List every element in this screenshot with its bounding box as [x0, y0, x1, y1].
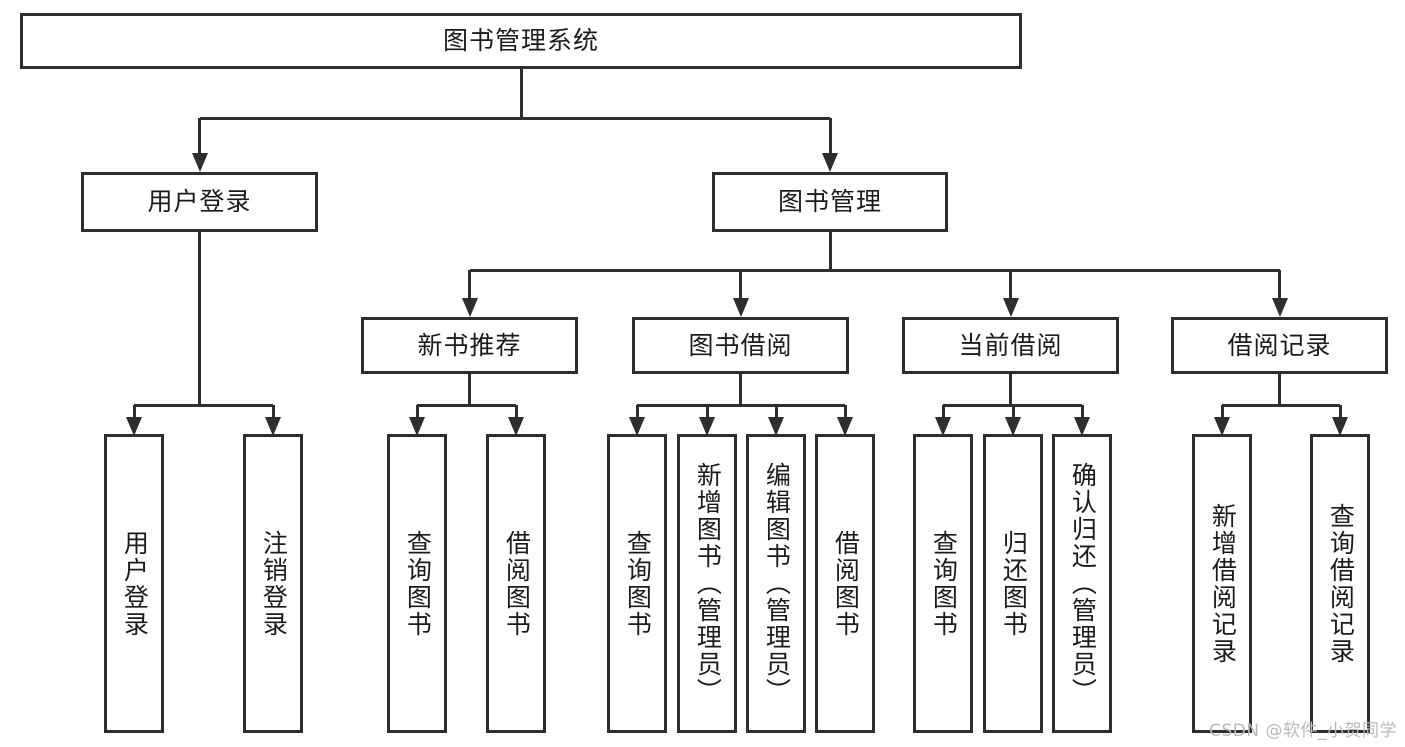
node-book-borrow-label: 图书借阅	[688, 330, 793, 360]
edge-drop-new-book	[468, 270, 471, 298]
arrowhead-user-login	[191, 153, 208, 172]
leaf-node-label: 注销登录	[259, 529, 289, 638]
edge-leaf-drop	[271, 405, 275, 417]
leaf-node-label: 借阅图书	[831, 529, 861, 638]
edge-leaf-drop	[415, 405, 419, 417]
arrowhead-leaf	[1005, 417, 1021, 436]
edge-drop-book-borrow	[739, 270, 742, 298]
leaf-node-label: 新增借阅记录	[1208, 502, 1238, 665]
arrowhead-leaf	[1332, 417, 1348, 436]
leaf-node[interactable]: 新增借阅记录	[1192, 434, 1252, 733]
leaf-node-label: 查询借阅记录	[1326, 502, 1356, 665]
leaf-node[interactable]: 确认归还（管理员）	[1052, 434, 1112, 733]
leaf-node-label: 借阅图书	[502, 529, 532, 638]
arrowhead-leaf	[837, 417, 853, 436]
node-borrow-record[interactable]: 借阅记录	[1171, 317, 1388, 374]
node-book-borrow[interactable]: 图书借阅	[632, 317, 849, 374]
arrowhead-leaf	[1074, 417, 1090, 436]
leaf-node[interactable]: 归还图书	[983, 434, 1043, 733]
arrowhead-leaf	[768, 417, 784, 436]
node-root-label: 图书管理系统	[442, 26, 599, 56]
edge-leaf-drop	[1338, 405, 1342, 417]
node-root[interactable]: 图书管理系统	[20, 13, 1022, 69]
edge-drop-borrow-record	[1278, 270, 1281, 298]
arrowhead-leaf	[699, 417, 715, 436]
leaf-node[interactable]: 查询图书	[913, 434, 973, 733]
leaf-node[interactable]: 查询图书	[607, 434, 667, 733]
leaf-node[interactable]: 查询图书	[387, 434, 447, 733]
leaf-node[interactable]: 编辑图书（管理员）	[746, 434, 806, 733]
leaf-node-label: 查询图书	[623, 529, 653, 638]
watermark: CSDN @软件_小贺同学	[1209, 721, 1397, 741]
arrowhead-leaf	[265, 417, 281, 436]
edge-leaf-drop	[843, 405, 847, 417]
arrowhead-current-borrow	[1002, 298, 1019, 317]
edge-leafgroup-bar	[417, 403, 516, 407]
leaf-node[interactable]: 借阅图书	[486, 434, 546, 733]
edge-leaf-drop	[774, 405, 778, 417]
node-book-manage-label: 图书管理	[777, 187, 882, 217]
edge-leafgroup-stem	[468, 374, 471, 405]
leaf-node[interactable]: 借阅图书	[815, 434, 875, 733]
edge-leafgroup-bar	[1222, 403, 1340, 407]
leaf-node-label: 编辑图书（管理员）	[762, 462, 792, 705]
arrowhead-borrow-record	[1271, 298, 1288, 317]
edge-leafgroup-stem	[1278, 374, 1281, 405]
arrowhead-leaf	[508, 417, 524, 436]
edge-leaf-drop	[1220, 405, 1224, 417]
leaf-node-label: 用户登录	[120, 529, 150, 638]
arrowhead-leaf	[1214, 417, 1230, 436]
arrowhead-leaf	[935, 417, 951, 436]
edge-leaf-drop	[132, 405, 136, 417]
edge-leafgroup-stem	[739, 374, 742, 405]
edge-root-drop-user-login	[198, 118, 201, 153]
edge-leaf-drop	[1011, 405, 1015, 417]
edge-root-stem	[519, 69, 523, 118]
edge-book-manage-bar	[469, 268, 1280, 272]
arrowhead-book-manage	[822, 153, 838, 172]
leaf-node-label: 归还图书	[999, 529, 1029, 638]
arrowhead-leaf	[629, 417, 645, 436]
node-user-login-label: 用户登录	[147, 187, 252, 217]
edge-leafgroup-stem	[198, 232, 201, 405]
arrowhead-book-borrow	[732, 298, 749, 317]
leaf-node[interactable]: 新增图书（管理员）	[677, 434, 737, 733]
leaf-node-label: 确认归还（管理员）	[1068, 462, 1098, 705]
node-new-book-recommend[interactable]: 新书推荐	[361, 317, 578, 374]
node-book-manage[interactable]: 图书管理	[712, 172, 948, 232]
edge-root-drop-book-manage	[828, 118, 832, 153]
leaf-node[interactable]: 用户登录	[104, 434, 164, 733]
leaf-node-label: 查询图书	[929, 529, 959, 638]
edge-root-bar	[199, 116, 830, 120]
node-current-borrow-label: 当前借阅	[958, 330, 1063, 360]
edge-leaf-drop	[514, 405, 518, 417]
node-user-login[interactable]: 用户登录	[81, 172, 318, 232]
leaf-node-label: 查询图书	[403, 529, 433, 638]
edge-leaf-drop	[705, 405, 709, 417]
edge-book-manage-stem	[828, 232, 832, 270]
node-new-book-recommend-label: 新书推荐	[417, 330, 522, 360]
node-current-borrow[interactable]: 当前借阅	[902, 317, 1119, 374]
leaf-node[interactable]: 查询借阅记录	[1310, 434, 1370, 733]
leaf-node[interactable]: 注销登录	[243, 434, 303, 733]
edge-leaf-drop	[941, 405, 945, 417]
edge-drop-current-borrow	[1009, 270, 1012, 298]
arrowhead-new-book	[461, 298, 478, 317]
edge-leafgroup-bar	[637, 403, 845, 407]
node-borrow-record-label: 借阅记录	[1227, 330, 1332, 360]
arrowhead-leaf	[126, 417, 142, 436]
edge-leaf-drop	[1080, 405, 1084, 417]
edge-leafgroup-stem	[1009, 374, 1012, 405]
arrowhead-leaf	[409, 417, 425, 436]
edge-leafgroup-bar	[134, 403, 273, 407]
leaf-node-label: 新增图书（管理员）	[693, 462, 723, 705]
edge-leaf-drop	[635, 405, 639, 417]
